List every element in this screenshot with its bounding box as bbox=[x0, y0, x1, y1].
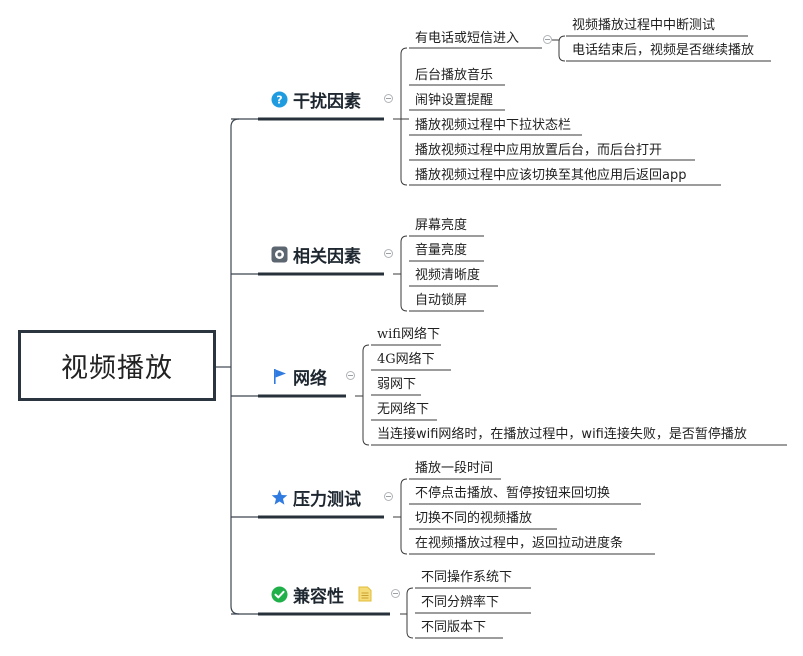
leaf-related-3[interactable]: 视频清晰度 bbox=[415, 268, 481, 283]
root-label: 视频播放 bbox=[61, 353, 173, 384]
leaf-network-2[interactable]: 4G网络下 bbox=[377, 352, 435, 367]
bracket-stress bbox=[400, 478, 408, 555]
leaf-interference-4[interactable]: 播放视频过程中下拉状态栏 bbox=[415, 118, 572, 133]
leaf-compat-3[interactable]: 不同版本下 bbox=[421, 620, 487, 635]
leaf-related-4[interactable]: 自动锁屏 bbox=[415, 293, 468, 308]
leaf-interference-5[interactable]: 播放视频过程中应用放置后台，而后台打开 bbox=[415, 143, 663, 158]
leaf-interference-3[interactable]: 闹钟设置提醒 bbox=[415, 93, 494, 108]
branch-interference[interactable]: ? 干扰因素 bbox=[270, 86, 361, 112]
subleaf-interference-1[interactable]: 视频播放过程中中断测试 bbox=[572, 18, 716, 33]
branch-related[interactable]: 相关因素 bbox=[270, 241, 361, 267]
leaf-stress-2[interactable]: 不停点击播放、暂停按钮来回切换 bbox=[415, 486, 611, 501]
branch-label: 压力测试 bbox=[293, 489, 361, 510]
branch-compat[interactable]: 兼容性 bbox=[270, 581, 379, 607]
bracket-network bbox=[362, 344, 370, 446]
bracket-interference bbox=[400, 47, 408, 186]
collapse-toggle-stress[interactable] bbox=[384, 492, 393, 501]
collapse-toggle-interference[interactable] bbox=[384, 94, 393, 103]
leaf-stress-3[interactable]: 切换不同的视频播放 bbox=[415, 511, 533, 526]
leaf-stress-4[interactable]: 在视频播放过程中，返回拉动进度条 bbox=[415, 536, 624, 551]
check-circle-icon bbox=[270, 585, 288, 603]
question-icon: ? bbox=[270, 90, 288, 108]
collapse-toggle-compat[interactable] bbox=[391, 589, 400, 598]
branch-network[interactable]: 网络 bbox=[270, 363, 327, 389]
subleaf-interference-2[interactable]: 电话结束后，视频是否继续播放 bbox=[572, 43, 755, 58]
leaf-network-4[interactable]: 无网络下 bbox=[377, 402, 430, 417]
leaf-interference-1[interactable]: 有电话或短信进入 bbox=[415, 31, 520, 46]
collapse-toggle-phone[interactable] bbox=[543, 35, 552, 44]
leaf-network-5[interactable]: 当连接wifi网络时，在播放过程中，wifi连接失败，是否暂停播放 bbox=[377, 427, 747, 442]
leaf-compat-1[interactable]: 不同操作系统下 bbox=[421, 570, 513, 585]
note-icon[interactable] bbox=[356, 585, 374, 603]
collapse-toggle-related[interactable] bbox=[384, 249, 393, 258]
branch-label: 干扰因素 bbox=[293, 91, 361, 112]
collapse-toggle-network[interactable] bbox=[346, 371, 355, 380]
leaf-network-1[interactable]: wifi网络下 bbox=[377, 327, 440, 342]
branch-label: 网络 bbox=[293, 368, 327, 389]
leaf-stress-1[interactable]: 播放一段时间 bbox=[415, 461, 494, 476]
flag-icon bbox=[270, 367, 288, 385]
leaf-compat-2[interactable]: 不同分辨率下 bbox=[421, 595, 500, 610]
branch-label: 兼容性 bbox=[293, 586, 344, 607]
branch-stress[interactable]: 压力测试 bbox=[270, 484, 361, 510]
svg-text:?: ? bbox=[276, 93, 282, 106]
bracket-related bbox=[400, 235, 408, 312]
leaf-related-2[interactable]: 音量亮度 bbox=[415, 243, 468, 258]
bracket-sub bbox=[558, 35, 566, 62]
leaf-related-1[interactable]: 屏幕亮度 bbox=[415, 218, 468, 233]
branch-label: 相关因素 bbox=[293, 246, 361, 267]
trunk-line bbox=[230, 118, 240, 615]
leaf-interference-2[interactable]: 后台播放音乐 bbox=[415, 68, 494, 83]
star-icon bbox=[270, 488, 288, 506]
leaf-network-3[interactable]: 弱网下 bbox=[377, 377, 417, 392]
bracket-compat bbox=[406, 587, 414, 639]
leaf-interference-6[interactable]: 播放视频过程中应该切换至其他应用后返回app bbox=[415, 168, 687, 183]
root-node[interactable]: 视频播放 bbox=[18, 330, 216, 401]
image-icon bbox=[270, 245, 288, 263]
